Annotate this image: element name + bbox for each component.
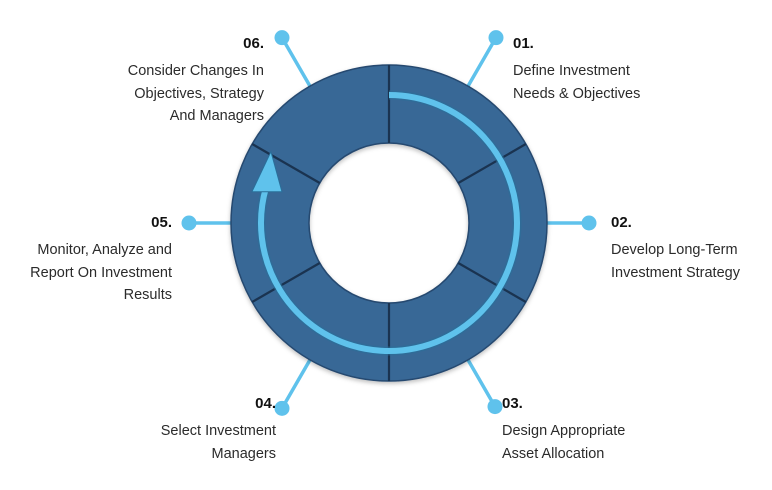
connector-line	[464, 35, 498, 92]
connector-line	[280, 354, 314, 411]
step-05: 05. Monitor, Analyze and Report On Inves…	[0, 215, 172, 307]
step-label: Monitor, Analyze and Report On Investmen…	[30, 242, 172, 303]
step-number: 02.	[611, 214, 632, 231]
step-number: 04.	[255, 395, 276, 412]
segment-dividers	[251, 65, 527, 381]
connector-dot	[581, 215, 597, 231]
segment-divider	[251, 262, 321, 303]
step-number: 01.	[513, 35, 534, 52]
connector-line	[280, 35, 314, 92]
step-06: 06. Consider Changes In Objectives, Stra…	[0, 36, 264, 128]
cycle-arrow	[251, 90, 522, 356]
connector-line	[464, 354, 497, 409]
segment-divider	[457, 262, 527, 303]
connector-dot	[181, 215, 197, 231]
step-label: Develop Long-Term Investment Strategy	[611, 242, 740, 281]
connector-group	[181, 30, 597, 416]
step-number: 05.	[151, 214, 172, 231]
connector-dot	[487, 399, 503, 415]
step-label: Define Investment Needs & Objectives	[513, 63, 641, 102]
segment-divider	[251, 143, 321, 184]
cycle-arrow-shaft	[258, 92, 520, 354]
connector-dot	[488, 30, 504, 46]
step-number: 03.	[502, 395, 523, 412]
cycle-ring	[230, 64, 548, 382]
connector-dot	[274, 30, 290, 46]
ring-body	[230, 64, 548, 382]
cycle-arrow-head	[251, 150, 283, 193]
step-number: 06.	[243, 35, 264, 52]
segment-divider	[457, 143, 527, 184]
connector-dot	[274, 400, 290, 416]
step-label: Consider Changes In Objectives, Strategy…	[127, 63, 264, 124]
step-04: 04. Select Investment Managers	[6, 396, 276, 465]
step-label: Design Appropriate Asset Allocation	[502, 423, 626, 462]
step-02: 02. Develop Long-Term Investment Strateg…	[611, 215, 772, 284]
step-label: Select Investment Managers	[160, 423, 276, 462]
step-03: 03. Design Appropriate Asset Allocation	[502, 396, 772, 465]
step-01: 01. Define Investment Needs & Objectives	[513, 36, 772, 105]
